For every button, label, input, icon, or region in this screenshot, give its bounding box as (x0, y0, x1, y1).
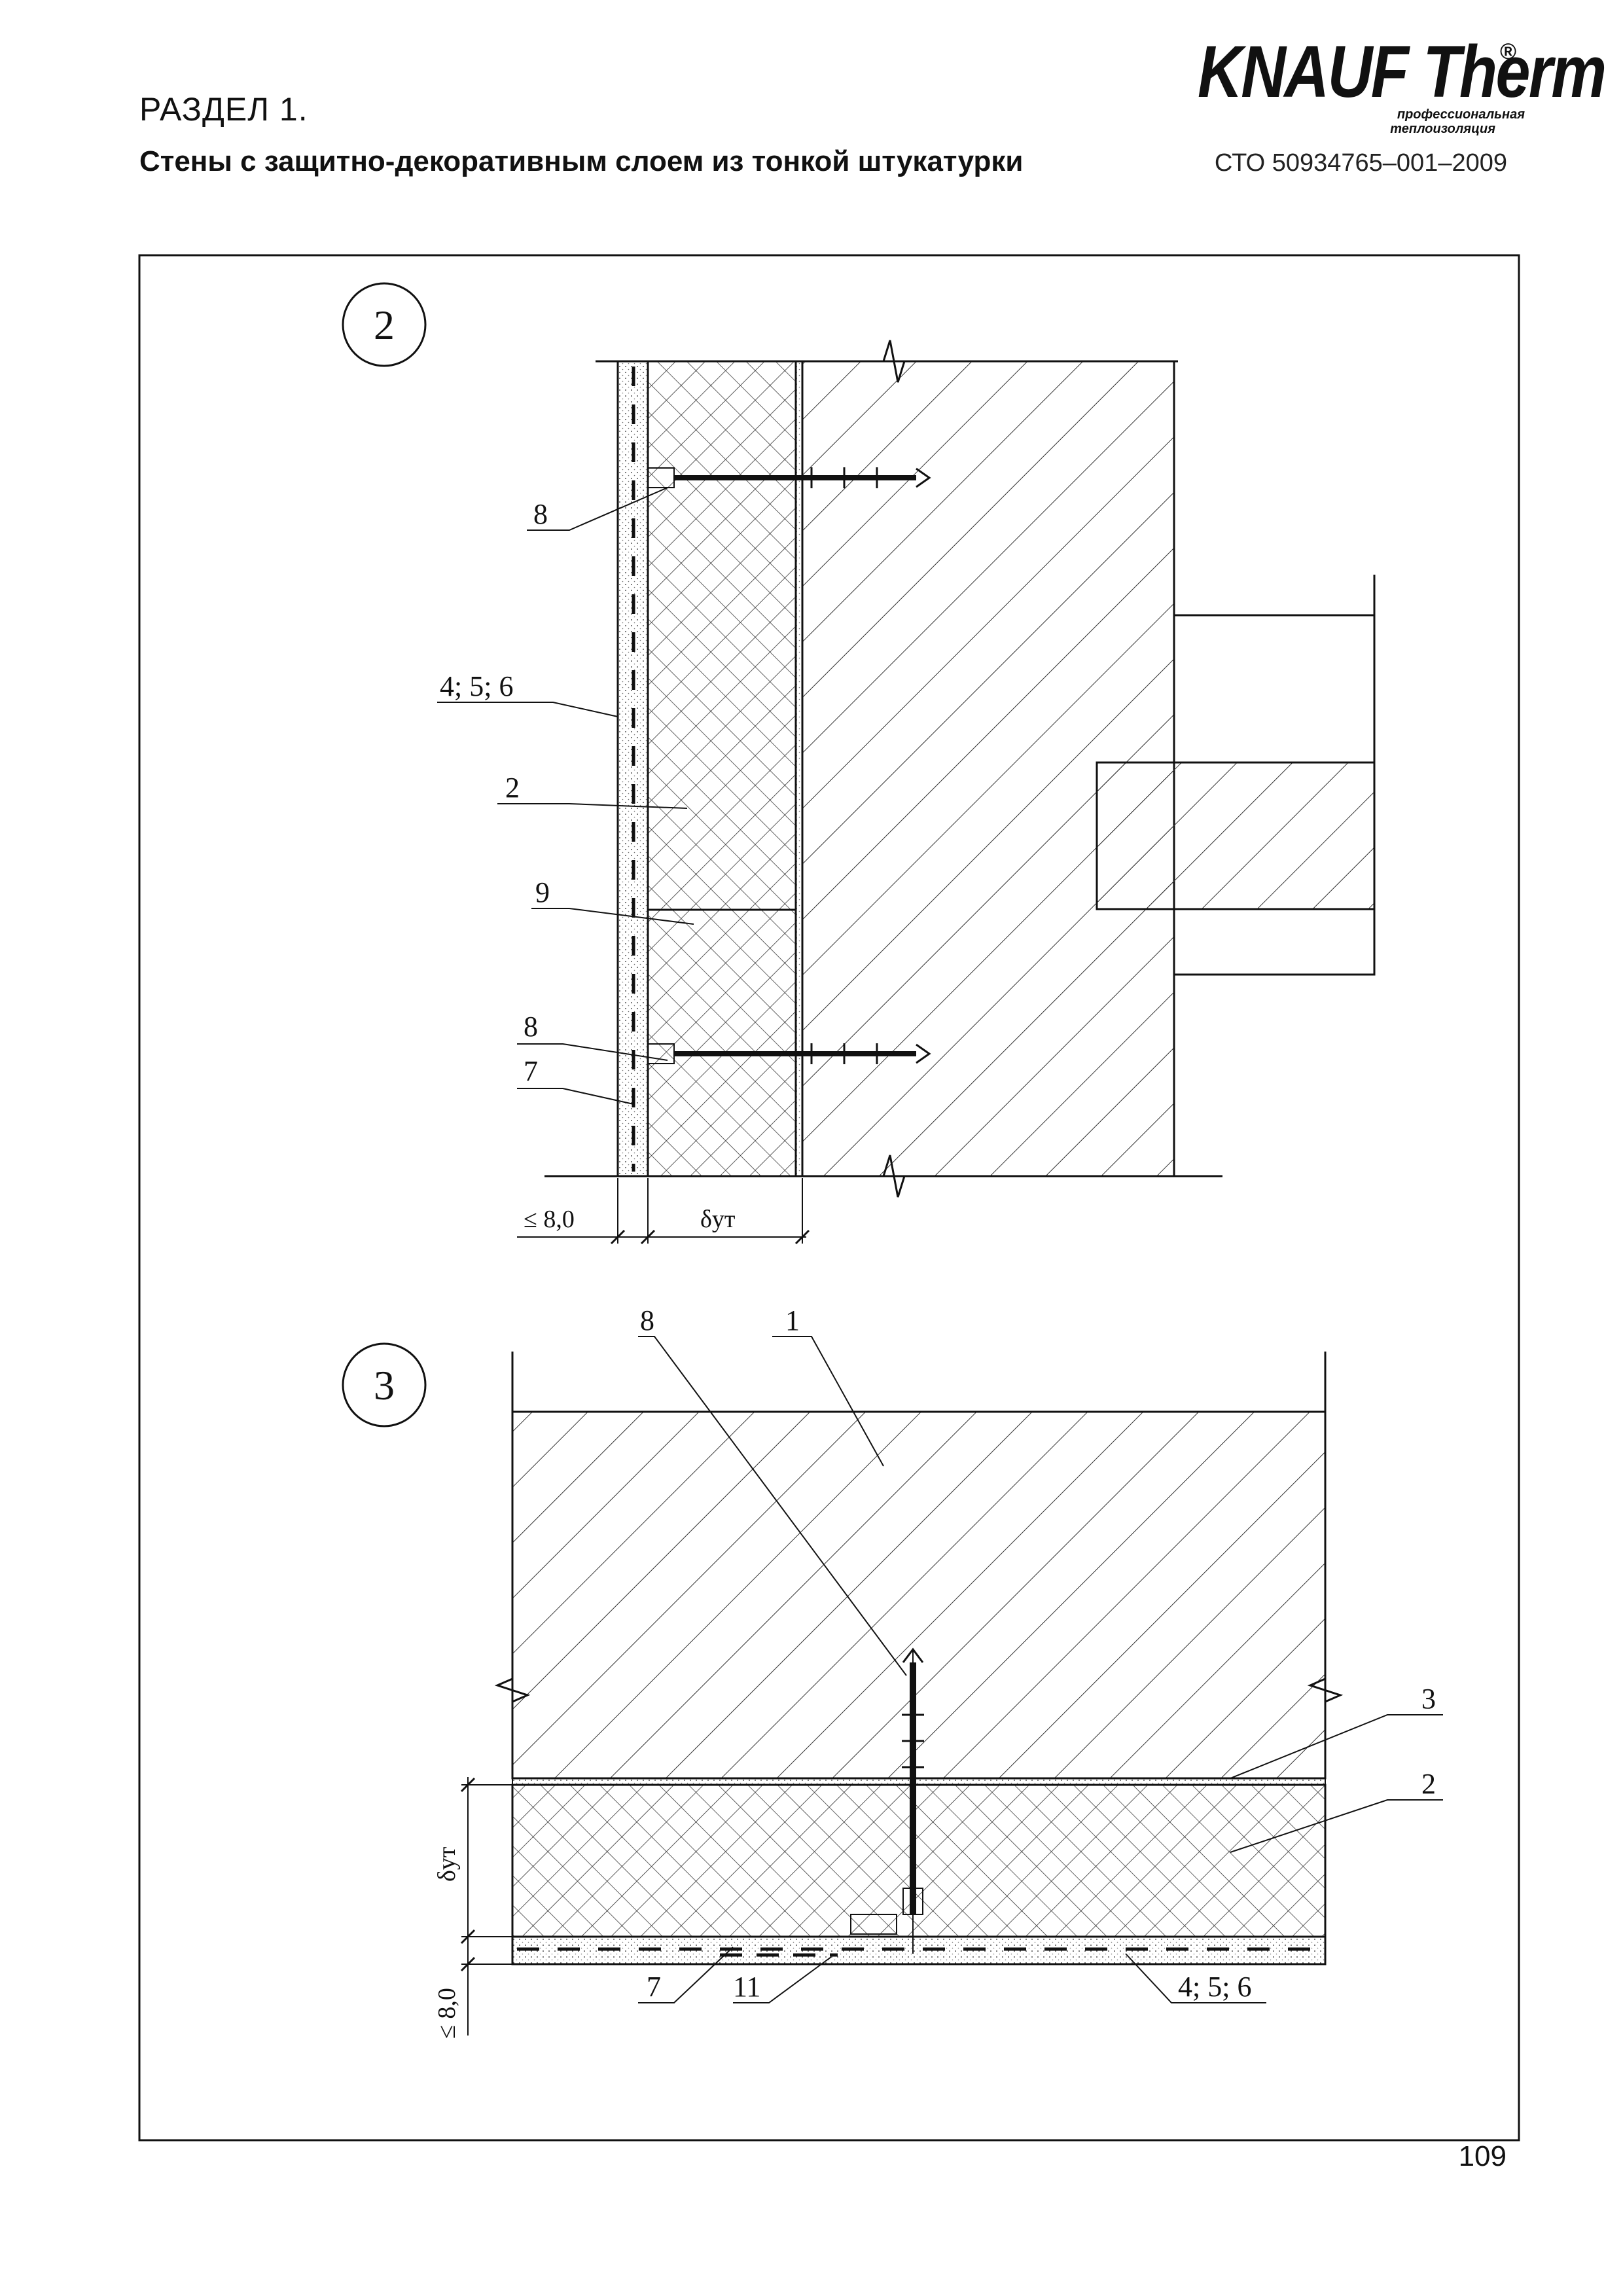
detail-2-slab (1173, 614, 1376, 764)
detail-3-plaster (511, 1935, 1327, 1965)
detail-3-dim-tick (460, 1777, 476, 1793)
detail-3-leader-2 (1230, 1799, 1443, 1853)
detail-3-dim-tick (460, 1929, 476, 1945)
logo-registered-mark: ® (1500, 39, 1517, 64)
detail-3-leader-7 (638, 1946, 734, 2003)
detail-3-label-wall: 1 (785, 1304, 800, 1336)
detail-3-break-right (1307, 1677, 1344, 1703)
detail-3-label-layers: 4; 5; 6 (1178, 1971, 1251, 2003)
detail-3-label-anchor: 8 (640, 1304, 654, 1336)
detail-2-label-anchor-top: 8 (533, 498, 548, 530)
logo-tagline-2: теплоизоляция (1390, 122, 1495, 136)
detail-2-circle (342, 282, 427, 367)
detail-2-label-anchor-bottom: 8 (524, 1011, 538, 1043)
detail-2-label-insulation: 2 (505, 772, 520, 804)
detail-2-leader-8-bottom (517, 1043, 668, 1061)
detail-3-label-reinforcement: 11 (733, 1971, 760, 2003)
detail-3-leader-11 (733, 1956, 832, 2003)
detail-2-leader-2 (497, 803, 688, 809)
logo-tagline-1: профессиональная (1397, 107, 1525, 122)
detail-2-dim-plaster: ≤ 8,0 (524, 1206, 575, 1233)
detail-2-leader-9 (531, 908, 694, 925)
detail-3-dim-insulation: δут (433, 1846, 461, 1882)
page-subtitle: Стены с защитно-декоративным слоем из то… (139, 145, 1024, 177)
detail-2-leader-8-top (527, 487, 668, 531)
detail-2-slab-lower (1173, 908, 1376, 976)
detail-2-insulation (647, 360, 797, 1177)
logo-brand: KNAUF Therm (1198, 31, 1607, 113)
detail-2-label-layers: 4; 5; 6 (440, 670, 513, 702)
detail-2-leader-layers (437, 702, 618, 717)
standard-code: СТО 50934765–001–2009 (1214, 149, 1507, 177)
detail-2: 2 (342, 282, 1376, 1245)
detail-3-number: 3 (374, 1362, 395, 1408)
detail-3-insulation (511, 1784, 1327, 1938)
detail-2-dim-insulation: δут (700, 1206, 736, 1233)
detail-3-anchor (850, 1647, 924, 1954)
detail-3-leader-3 (1230, 1714, 1443, 1779)
drawing-frame (138, 254, 1520, 2142)
detail-2-label-mesh: 7 (524, 1055, 538, 1087)
detail-3-leader-8 (638, 1336, 907, 1676)
detail-2-anchor-bottom (647, 1043, 931, 1064)
detail-3-wall (511, 1410, 1327, 1780)
detail-2-break-top (596, 340, 1178, 383)
detail-3-dim-tick (460, 1956, 476, 1972)
detail-2-label-joint: 9 (535, 876, 550, 908)
detail-3-circle (342, 1342, 427, 1427)
knauf-therm-logo: KNAUF Therm ® профессиональная теплоизол… (1198, 33, 1607, 137)
detail-2-slab-hatch (1096, 761, 1376, 910)
page-number: 109 (1458, 2140, 1507, 2172)
detail-2-break-bottom (544, 1155, 1222, 1198)
detail-3-leader-layers (1125, 1953, 1266, 2003)
detail-3-label-adhesive: 3 (1421, 1683, 1436, 1715)
detail-3-leader-1 (772, 1336, 884, 1467)
detail-3-dim-plaster: ≤ 8,0 (433, 1988, 461, 2039)
detail-3-break-left (494, 1677, 531, 1703)
section-title: РАЗДЕЛ 1. (139, 91, 308, 128)
detail-2-anchor-top (647, 467, 931, 488)
detail-2-leader-7 (517, 1088, 634, 1105)
detail-3-label-insulation: 2 (1421, 1768, 1436, 1800)
detail-3: 3 8 1 3 (342, 1304, 1443, 2039)
detail-2-dim-tick (610, 1229, 626, 1245)
detail-2-dim-tick (640, 1229, 656, 1245)
detail-3-label-mesh: 7 (647, 1971, 661, 2003)
detail-2-number: 2 (374, 302, 395, 348)
detail-2-dim-tick (794, 1229, 810, 1245)
